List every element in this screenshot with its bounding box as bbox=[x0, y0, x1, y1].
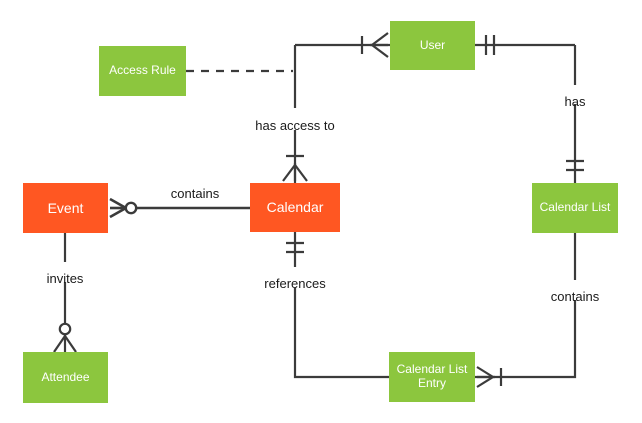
cardinality-calendar-bottom-exactly-one bbox=[286, 241, 304, 254]
entity-calendar-label: Calendar bbox=[266, 199, 324, 216]
entity-event-label: Event bbox=[47, 199, 84, 216]
entity-calendar-list[interactable]: Calendar List bbox=[532, 183, 618, 233]
line-calendar-list-contains-lower bbox=[475, 300, 577, 379]
cardinality-event-zero-or-many bbox=[109, 197, 138, 219]
cardinality-user-right-exactly-one bbox=[484, 35, 496, 55]
cardinality-user-one-or-many bbox=[360, 32, 389, 58]
entity-event[interactable]: Event bbox=[23, 183, 108, 233]
entity-calendar-list-label: Calendar List bbox=[539, 200, 611, 215]
cardinality-calendar-list-entry-one-or-many bbox=[476, 366, 503, 388]
entity-calendar-list-entry[interactable]: Calendar List Entry bbox=[389, 352, 475, 402]
entity-attendee[interactable]: Attendee bbox=[23, 352, 108, 403]
entity-user[interactable]: User bbox=[390, 21, 475, 70]
cardinality-calendar-list-top-exactly-one bbox=[566, 159, 584, 172]
line-calendar-references-lower bbox=[293, 288, 389, 379]
entity-attendee-label: Attendee bbox=[41, 369, 90, 384]
entity-calendar-list-entry-label: Calendar List Entry bbox=[396, 362, 468, 390]
relationship-label-has: has bbox=[564, 94, 586, 109]
relationship-label-has-access-to: has access to bbox=[255, 118, 335, 133]
entity-access-rule[interactable]: Access Rule bbox=[99, 46, 186, 96]
cardinality-attendee-zero-or-many bbox=[53, 322, 77, 353]
entity-user-label: User bbox=[419, 37, 446, 52]
relationship-label-invites: invites bbox=[46, 271, 84, 286]
relationship-label-contains-list-entry: contains bbox=[550, 289, 600, 304]
relationship-label-contains-event-calendar: contains bbox=[170, 186, 220, 201]
cardinality-calendar-top-one-or-many bbox=[282, 154, 308, 182]
entity-calendar[interactable]: Calendar bbox=[250, 183, 340, 232]
entity-access-rule-label: Access Rule bbox=[109, 63, 176, 78]
relationship-label-references: references bbox=[264, 276, 326, 291]
